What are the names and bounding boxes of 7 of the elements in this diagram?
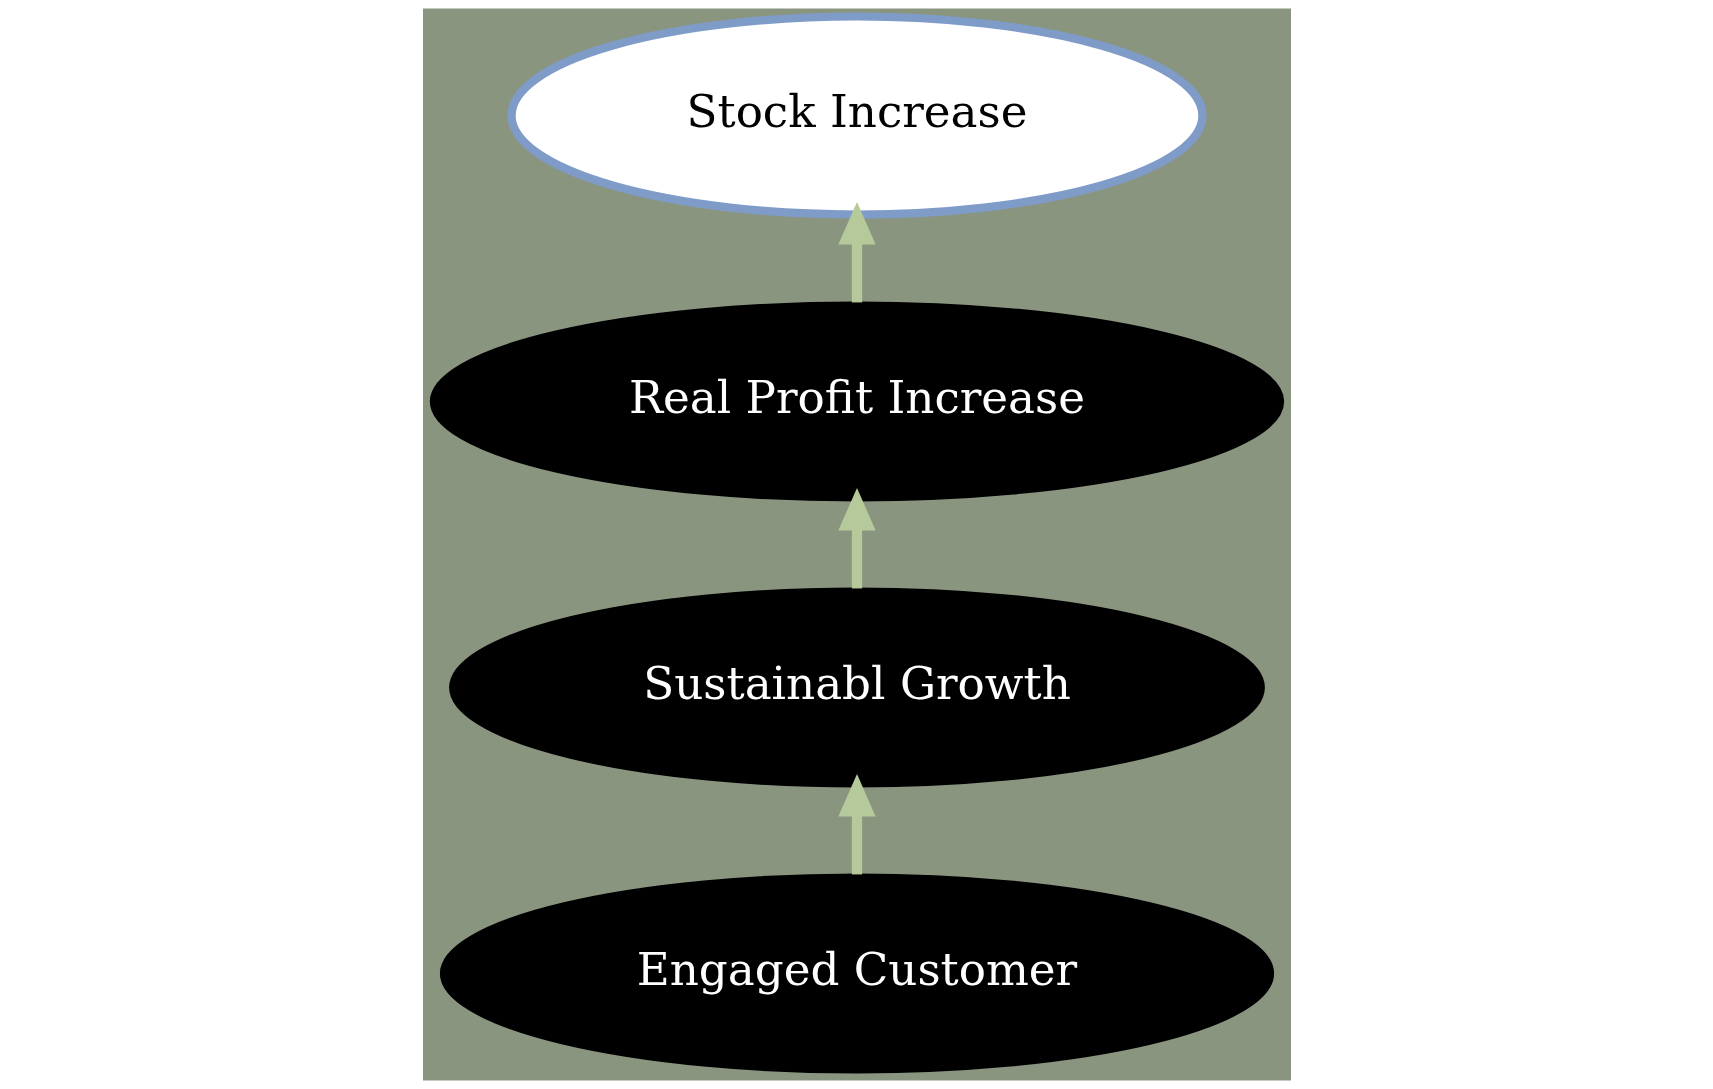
node-ellipse: Engaged Customer xyxy=(439,873,1274,1074)
node-ellipse: Stock Increase xyxy=(506,12,1207,219)
arrow xyxy=(837,487,876,589)
arrow xyxy=(837,773,876,875)
node-ellipse: Real Profit Increase xyxy=(429,301,1284,502)
arrow xyxy=(837,201,876,303)
node-ellipse: Sustainabl Growth xyxy=(448,587,1265,788)
